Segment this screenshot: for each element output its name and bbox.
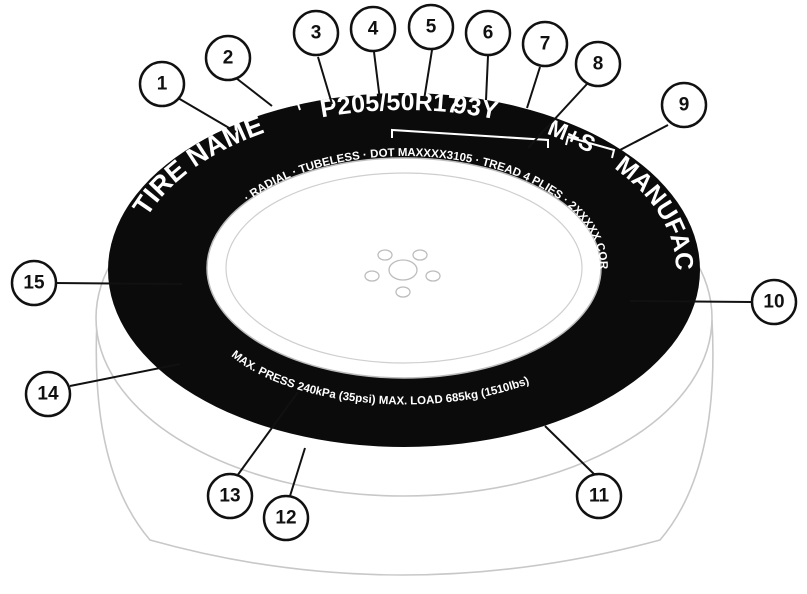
callout-10: 10	[752, 280, 796, 324]
svg-text:6: 6	[483, 23, 494, 44]
callout-14: 14	[26, 372, 70, 416]
svg-text:15: 15	[23, 273, 45, 294]
callout-12: 12	[264, 496, 308, 540]
callout-3: 3	[294, 11, 338, 55]
callout-4: 4	[351, 7, 395, 51]
callout-7: 7	[523, 22, 567, 66]
svg-text:9: 9	[679, 95, 690, 116]
callout-13: 13	[208, 474, 252, 518]
svg-text:13: 13	[219, 486, 240, 507]
callout-2: 2	[206, 36, 250, 80]
svg-text:14: 14	[37, 384, 59, 405]
callout-8: 8	[576, 42, 620, 86]
svg-text:2: 2	[223, 48, 234, 69]
svg-text:12: 12	[275, 508, 296, 529]
svg-text:7: 7	[540, 34, 551, 55]
svg-text:1: 1	[157, 74, 168, 95]
callout-9: 9	[662, 83, 706, 127]
svg-text:8: 8	[593, 54, 604, 75]
callout-1: 1	[140, 62, 184, 106]
svg-text:4: 4	[368, 19, 379, 40]
callout-11: 11	[577, 474, 621, 518]
callout-5: 5	[409, 5, 453, 49]
svg-text:10: 10	[763, 292, 784, 313]
callout-15: 15	[12, 261, 56, 305]
svg-text:5: 5	[426, 17, 437, 38]
callout-6: 6	[466, 11, 510, 55]
svg-text:11: 11	[589, 486, 610, 507]
svg-text:3: 3	[311, 23, 322, 44]
